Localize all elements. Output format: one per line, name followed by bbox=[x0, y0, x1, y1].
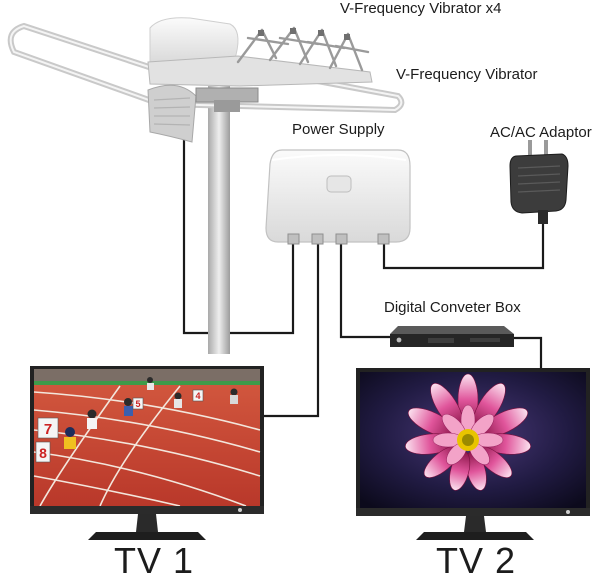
tv2-flower bbox=[405, 373, 531, 491]
coax-cables bbox=[182, 90, 545, 418]
cable-antenna-to-power-supply bbox=[182, 90, 295, 335]
cable-power-supply-to-tv1 bbox=[264, 242, 320, 418]
antenna-mast bbox=[208, 86, 230, 354]
tv1-power-led bbox=[238, 508, 242, 512]
converter-box-display bbox=[428, 338, 454, 343]
cable-adaptor-to-power-supply bbox=[382, 210, 545, 270]
adaptor-prong-right bbox=[544, 140, 548, 156]
power-supply-port-3 bbox=[335, 233, 348, 245]
converter-box-top bbox=[390, 326, 514, 334]
tv-icon: 7 8 5 4 bbox=[30, 366, 264, 540]
antenna-reflector bbox=[147, 84, 197, 143]
label-power-supply: Power Supply bbox=[292, 121, 385, 138]
tv1-stand-base bbox=[88, 532, 206, 540]
power-supply-body bbox=[265, 149, 411, 243]
tv1-track-lanes bbox=[33, 385, 261, 507]
tv2-power-led bbox=[566, 510, 570, 514]
antenna-icon bbox=[7, 17, 405, 354]
power-supply-port-2 bbox=[311, 233, 324, 245]
tv1-bib-5: 5 bbox=[135, 399, 140, 409]
tv-icon bbox=[356, 368, 590, 540]
cable-converter-to-tv2 bbox=[510, 336, 543, 368]
v-frequency-vibrators bbox=[236, 26, 370, 72]
adaptor-icon bbox=[509, 140, 569, 224]
converter-box-icon bbox=[390, 326, 514, 347]
tv1-bib-7: 7 bbox=[44, 421, 52, 438]
converter-box-power-led bbox=[396, 337, 402, 343]
power-supply-port-1 bbox=[287, 233, 300, 245]
tv1-runners bbox=[64, 377, 238, 449]
tv1-stand-neck bbox=[136, 514, 158, 532]
tv2-stand-base bbox=[416, 532, 534, 540]
label-tv2: TV 2 bbox=[436, 540, 517, 581]
tv2-stand-neck bbox=[464, 516, 486, 532]
power-supply-led-window bbox=[326, 175, 352, 193]
label-converter-box: Digital Conveter Box bbox=[384, 299, 521, 316]
antenna-bracket bbox=[195, 87, 259, 103]
label-vibrator-x4: V-Frequency Vibrator x4 bbox=[340, 0, 502, 17]
tv1-bib-4: 4 bbox=[195, 391, 200, 401]
antenna-boom bbox=[147, 55, 373, 87]
label-adaptor: AC/AC Adaptor bbox=[490, 124, 592, 141]
tv1-start-blocks bbox=[35, 389, 204, 463]
antenna-housing bbox=[149, 17, 239, 65]
tv1-bib-8: 8 bbox=[39, 445, 47, 461]
adaptor-prong-left bbox=[528, 140, 532, 156]
power-supply-dc-in bbox=[377, 233, 390, 245]
power-supply-icon bbox=[265, 149, 411, 245]
label-tv1: TV 1 bbox=[114, 540, 195, 581]
cable-power-supply-to-converter bbox=[339, 242, 393, 339]
label-vibrator: V-Frequency Vibrator bbox=[396, 66, 538, 83]
